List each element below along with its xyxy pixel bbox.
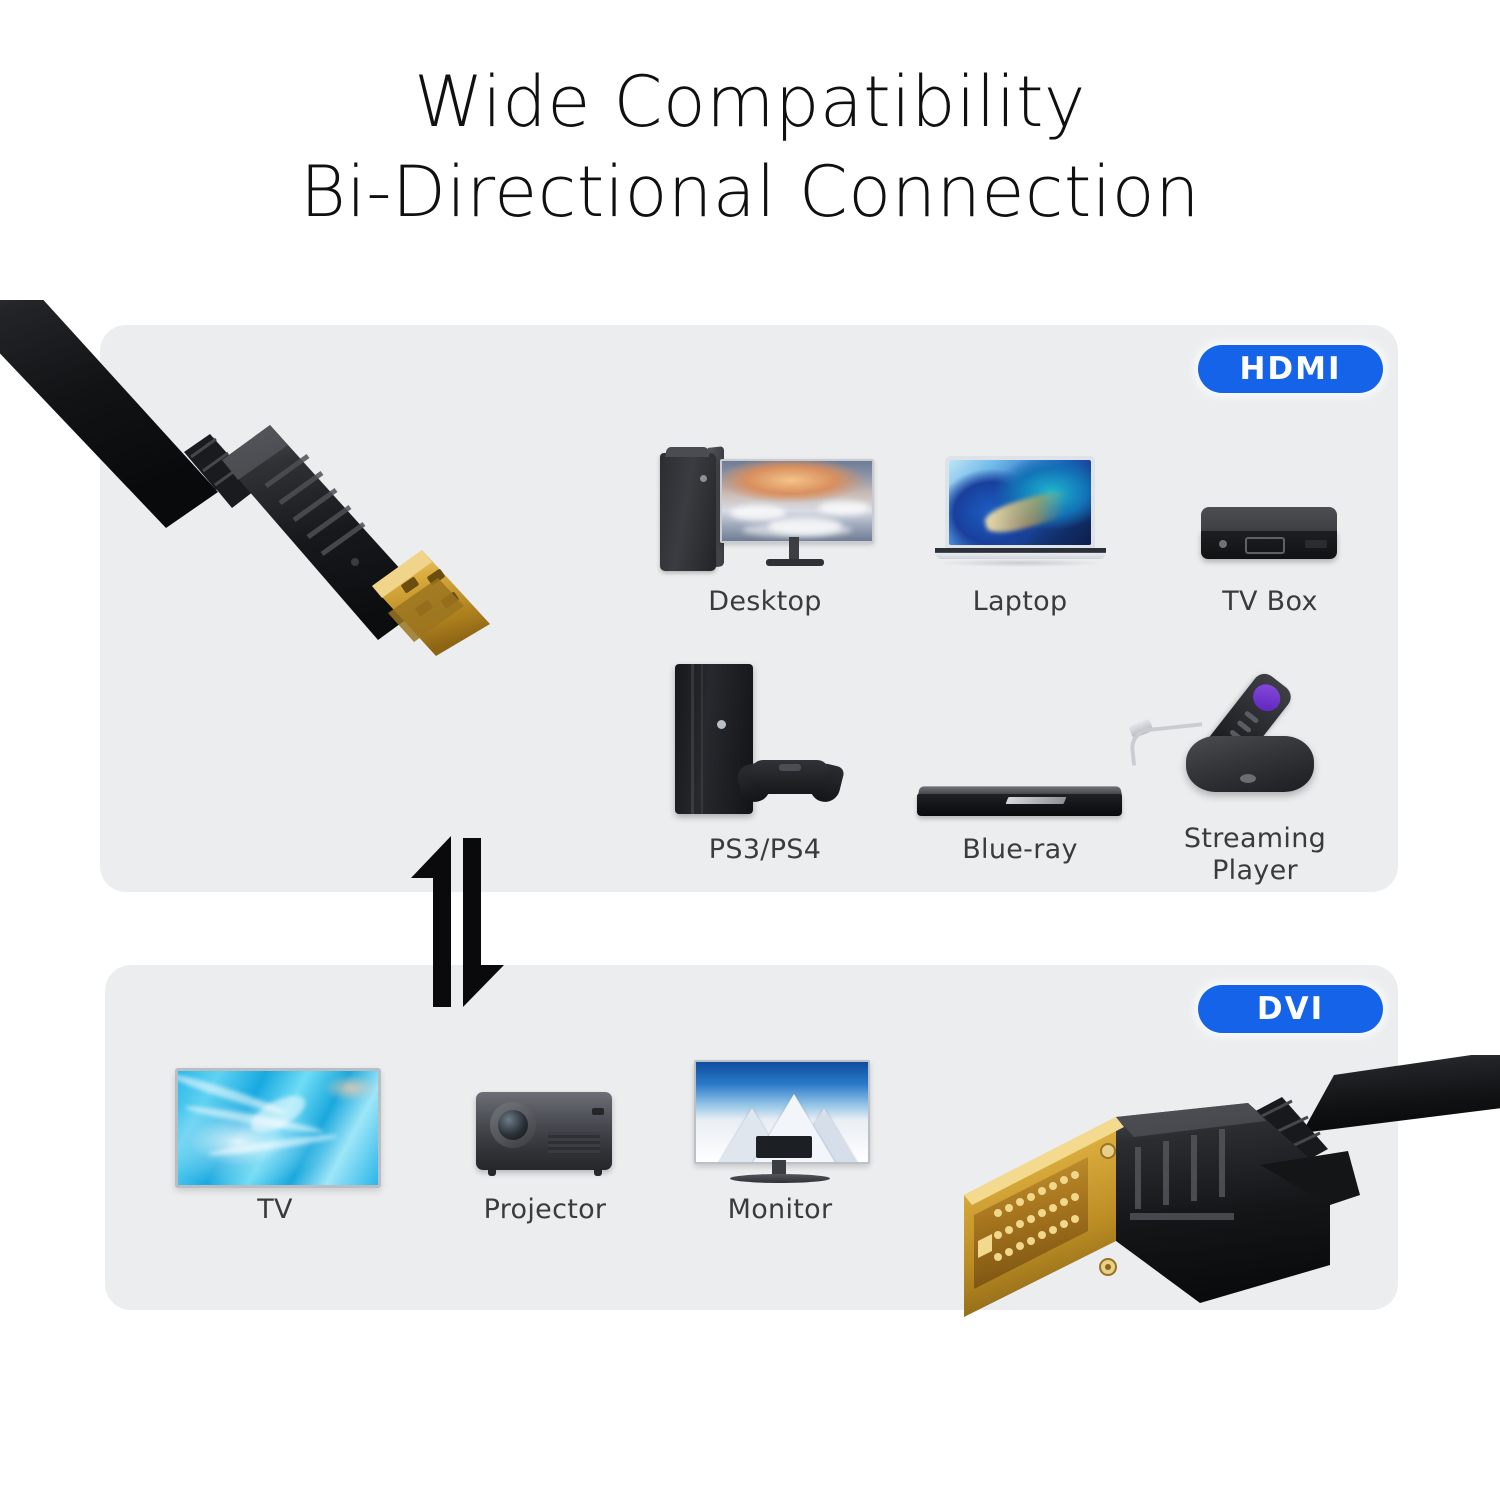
hdmi-badge: HDMI bbox=[1198, 345, 1383, 393]
device-laptop: Laptop bbox=[905, 437, 1135, 618]
device-streaming-player: Streaming Player bbox=[1120, 669, 1390, 887]
dvi-grip-ridges bbox=[1135, 1129, 1225, 1209]
arrow-up-icon bbox=[411, 836, 451, 1007]
dvi-hood-highlight bbox=[1116, 1103, 1266, 1137]
dvi-connector-svg bbox=[964, 1050, 1500, 1317]
hdmi-gold-tip-edge bbox=[372, 550, 432, 598]
device-label: Desktop bbox=[708, 586, 822, 617]
dvi-badge: DVI bbox=[1198, 985, 1383, 1033]
dvi-pin-grid bbox=[994, 1171, 1079, 1261]
title-line-1: Wide Compatibility bbox=[414, 61, 1086, 143]
device-label: Streaming Player bbox=[1183, 823, 1327, 886]
arrow-down-icon bbox=[463, 838, 504, 1007]
streaming-player-icon bbox=[1128, 669, 1380, 817]
device-label: Laptop bbox=[972, 586, 1068, 617]
device-monitor: Monitor bbox=[660, 1057, 900, 1226]
device-projector: Projector bbox=[425, 1065, 665, 1226]
laptop-icon bbox=[933, 452, 1108, 580]
hdmi-male-connector bbox=[0, 252, 530, 740]
page-title: Wide Compatibility Bi-Directional Connec… bbox=[0, 58, 1500, 237]
device-label: Monitor bbox=[727, 1194, 833, 1225]
television-icon bbox=[175, 1068, 381, 1188]
device-label: Projector bbox=[483, 1194, 607, 1225]
bluray-player-icon bbox=[915, 770, 1125, 828]
hdmi-grip-ridges bbox=[264, 453, 366, 557]
dvi-blade-contact bbox=[978, 1234, 992, 1258]
device-label: TV Box bbox=[1222, 586, 1318, 617]
dvi-thumbscrew-top bbox=[1100, 1143, 1116, 1159]
bidirectional-arrow-svg bbox=[411, 836, 504, 1007]
title-line-2: Bi-Directional Connection bbox=[300, 150, 1200, 233]
device-tv: TV bbox=[155, 1060, 395, 1226]
dvi-hood bbox=[1116, 1103, 1330, 1303]
hdmi-compatibility-panel: HDMI Desktop bbox=[100, 325, 1398, 892]
desktop-computer-icon bbox=[658, 445, 874, 580]
projector-icon bbox=[470, 1078, 620, 1188]
tv-box-icon bbox=[1195, 485, 1345, 580]
device-label: TV bbox=[257, 1194, 293, 1225]
hdmi-tip-channel bbox=[388, 578, 464, 642]
hdmi-cable bbox=[0, 252, 218, 528]
dvi-male-connector bbox=[930, 1050, 1500, 1455]
hdmi-housing-mark bbox=[351, 558, 359, 566]
device-game-console: PS3/PS4 bbox=[645, 650, 885, 866]
dvi-ridge-bar bbox=[1130, 1213, 1234, 1220]
game-console-icon bbox=[665, 658, 865, 828]
device-tv-box: TV Box bbox=[1155, 457, 1385, 618]
device-desktop: Desktop bbox=[645, 435, 885, 618]
computer-monitor-icon bbox=[690, 1060, 870, 1188]
device-label: Blue-ray bbox=[962, 834, 1078, 865]
dvi-cable bbox=[1302, 1050, 1500, 1133]
hdmi-housing-highlight bbox=[222, 425, 288, 480]
dvi-hood-skirt bbox=[1260, 1151, 1360, 1205]
hdmi-connector-svg bbox=[0, 252, 490, 656]
bidirectional-arrows bbox=[405, 832, 515, 1012]
dvi-shell-rim bbox=[964, 1117, 1124, 1205]
device-label: PS3/PS4 bbox=[708, 834, 822, 865]
dvi-thumbscrew-slot bbox=[1105, 1264, 1111, 1270]
device-bluray: Blue-ray bbox=[900, 715, 1140, 866]
